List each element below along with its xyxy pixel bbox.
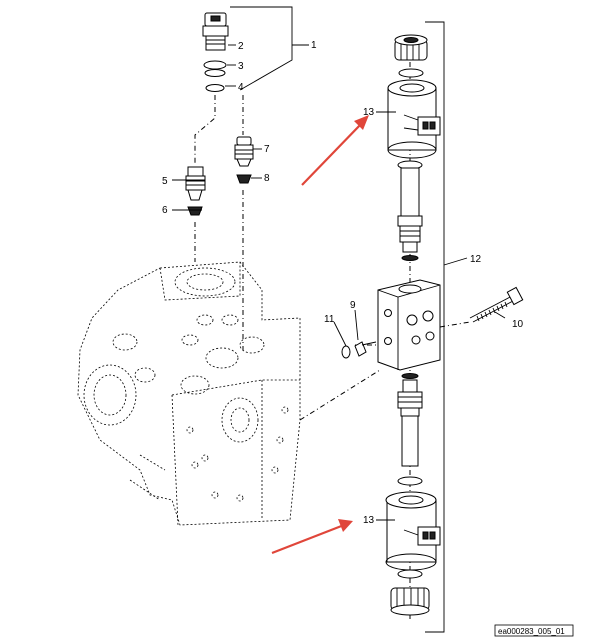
red-arrow-bottom (271, 519, 353, 555)
solenoid-nut-top (394, 34, 428, 61)
red-arrow-top (301, 115, 369, 186)
figure-id-box (494, 624, 574, 637)
solenoid-nut-bottom (390, 587, 430, 616)
solenoid-coil-top (387, 79, 441, 159)
solenoid-coil-bottom (385, 491, 441, 571)
seal-part-8 (236, 174, 252, 184)
o-ring-part-4 (205, 84, 225, 92)
callout-12: 12 (470, 254, 482, 265)
callout-1: 1 (311, 40, 317, 51)
check-valve-part-5 (185, 166, 206, 201)
bracket-part-12 (425, 21, 445, 633)
o-ring-top (398, 68, 424, 78)
callout-7: 7 (264, 144, 270, 155)
o-ring-coil-bottom (397, 476, 423, 486)
bracket-part-1 (230, 6, 293, 91)
solenoid-tube-bottom (397, 373, 423, 467)
callout-4: 4 (238, 82, 244, 93)
callout-2: 2 (238, 41, 244, 52)
callout-10: 10 (512, 319, 524, 330)
callout-11: 11 (324, 314, 335, 325)
plug-part-9 (354, 341, 377, 357)
bolt-part-10 (469, 286, 524, 323)
callout-13-top: 13 (363, 107, 375, 118)
check-valve-part-7 (234, 136, 254, 167)
washer-part-11 (341, 345, 351, 359)
o-ring-part-3 (203, 60, 227, 70)
callout-6: 6 (162, 205, 168, 216)
callout-5: 5 (162, 176, 168, 187)
callout-13-bottom: 13 (363, 515, 375, 526)
figure-id: ea000283_005_01 (498, 627, 565, 636)
callout-9: 9 (350, 300, 356, 311)
solenoid-tube-top (397, 167, 423, 261)
seal-part-6 (187, 206, 203, 216)
pump-housing (77, 261, 301, 526)
valve-block (377, 279, 441, 371)
callout-8: 8 (264, 173, 270, 184)
relief-valve-cartridge (202, 12, 229, 51)
callout-3: 3 (238, 61, 244, 72)
backup-ring-part-3b (204, 69, 226, 77)
o-ring-bottom (397, 569, 423, 579)
